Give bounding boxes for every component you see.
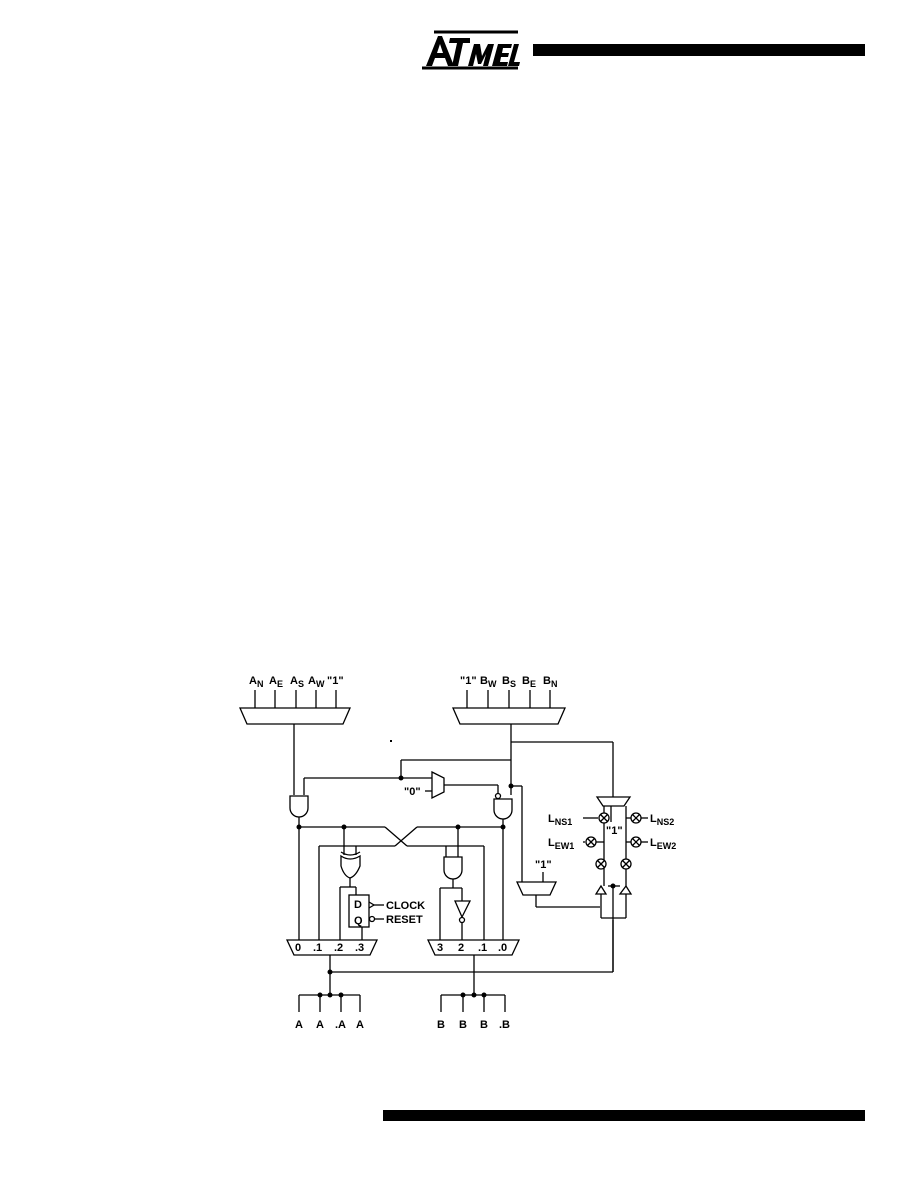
svg-text:A: A	[316, 1019, 324, 1031]
buffer-right	[618, 884, 633, 895]
mux-b-input-s: BS	[502, 675, 516, 689]
svg-text:2: 2	[458, 942, 464, 954]
mux-b-input-w: BW	[480, 675, 497, 689]
bus-a-outputs: A A .A A	[295, 1019, 364, 1031]
svg-text:0: 0	[295, 942, 301, 954]
lamp-ns2: LNS2	[630, 812, 674, 827]
inverter	[454, 900, 472, 919]
atmel-logo	[422, 30, 520, 70]
footer-bar	[383, 1110, 865, 1121]
header-bar	[533, 44, 865, 56]
svg-text:A: A	[356, 1019, 364, 1031]
svg-text:B: B	[437, 1019, 445, 1031]
svg-text:LEW2: LEW2	[650, 837, 676, 851]
svg-text:.0: .0	[498, 942, 507, 954]
and-gate-b	[493, 798, 513, 820]
dff-reset-label: RESET	[386, 914, 423, 926]
mux-b-input-n: BN	[543, 675, 557, 689]
svg-text:.3: .3	[355, 942, 364, 954]
stray-dot	[390, 740, 392, 742]
mux-b-input-e: BE	[522, 675, 536, 689]
mux-b-input-labels: "1" BW BS BE BN	[460, 675, 557, 689]
dff-d-label: D	[354, 899, 362, 911]
const-zero-label: "0"	[404, 786, 421, 798]
svg-text:.1: .1	[313, 942, 322, 954]
dff-clock-label: CLOCK	[386, 900, 425, 912]
d-flip-flop	[348, 894, 370, 928]
const-one-small-label: "1"	[535, 859, 552, 871]
and-gate-a	[289, 795, 309, 818]
dff-q-label: Q	[354, 915, 363, 927]
mux-a-input-one: "1"	[327, 675, 344, 687]
mux-b	[452, 707, 566, 725]
xor-gate	[340, 854, 361, 879]
svg-text:.2: .2	[334, 942, 343, 954]
mux-b-input-one: "1"	[460, 675, 477, 687]
mux-a-input-labels: AN AE AS AW "1"	[249, 675, 344, 689]
svg-text:LNS2: LNS2	[650, 813, 674, 827]
and-gate-c	[443, 856, 463, 880]
mux-a-input-e: AE	[269, 675, 283, 689]
svg-text:3: 3	[437, 942, 443, 954]
register-a-slots: 0 .1 .2 .3	[295, 942, 364, 954]
lamp-decoder	[595, 796, 632, 807]
mux-a-input-n: AN	[249, 675, 263, 689]
mux-one-select	[515, 881, 558, 896]
register-b-slots: 3 2 .1 .0	[437, 942, 507, 954]
register-a	[285, 939, 379, 956]
bus-b-outputs: B B B .B	[437, 1019, 510, 1031]
atmel-logo-mark	[422, 30, 520, 70]
mux-a-input-w: AW	[308, 675, 325, 689]
svg-text:LNS1: LNS1	[548, 813, 572, 827]
mux-a	[239, 707, 351, 725]
lamp-ns1: LNS1	[548, 812, 610, 827]
svg-text:.1: .1	[478, 942, 487, 954]
svg-text:LEW1: LEW1	[548, 837, 574, 851]
const-one-center-label: "1"	[606, 825, 623, 837]
svg-text:.B: .B	[499, 1019, 510, 1031]
svg-text:B: B	[480, 1019, 488, 1031]
register-b	[426, 939, 521, 956]
lamp-ew2: LEW2	[626, 836, 676, 851]
buffer-left	[594, 884, 608, 895]
svg-text:A: A	[295, 1019, 303, 1031]
svg-text:.A: .A	[335, 1019, 346, 1031]
mux-a-input-s: AS	[290, 675, 304, 689]
lamp-ew1: LEW1	[548, 836, 604, 851]
svg-text:B: B	[459, 1019, 467, 1031]
mux-zero-select	[431, 770, 445, 800]
